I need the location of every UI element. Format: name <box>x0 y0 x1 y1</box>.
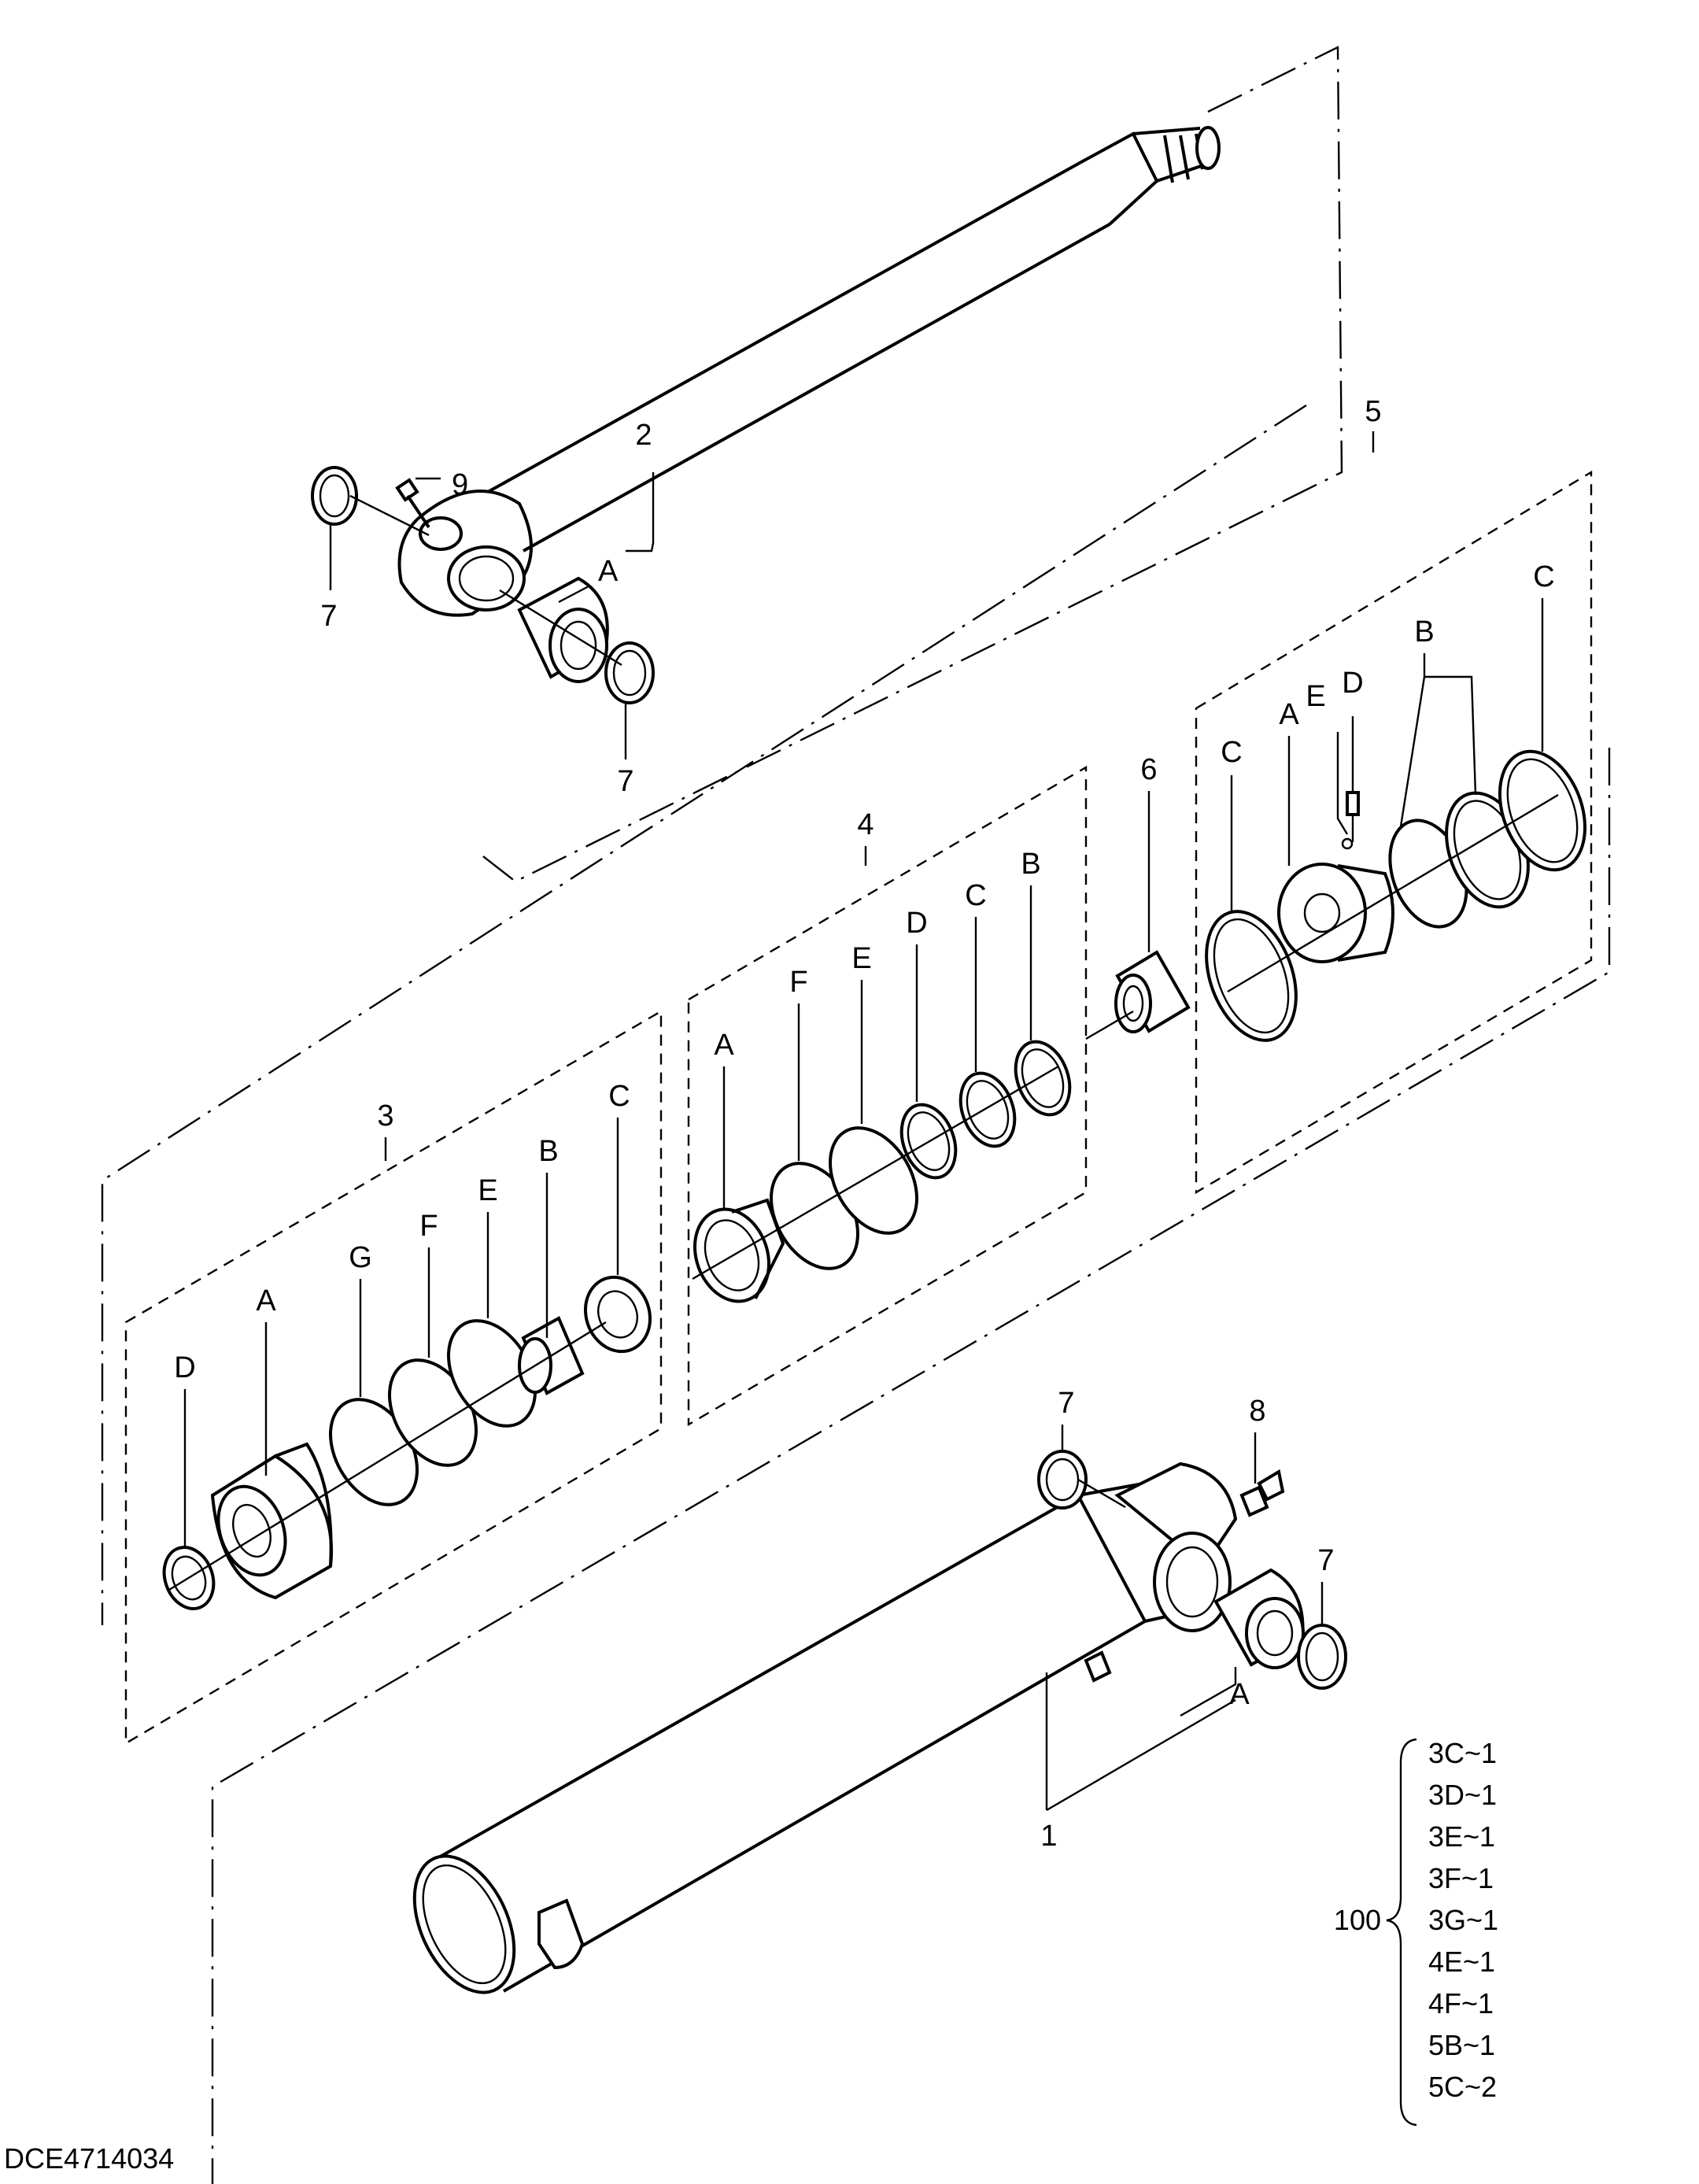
seal-kit-item: 4F~1 <box>1428 1987 1494 2020</box>
o-ring-rod-right <box>499 589 655 704</box>
label-kit-3-d: D <box>174 1351 195 1384</box>
grease-nipple-tube <box>1239 1469 1285 1517</box>
o-ring-tube-right <box>1297 1624 1347 1690</box>
label-o-ring-tube-left: 7 <box>1058 1387 1074 1420</box>
label-kit-4-f: F <box>789 966 807 999</box>
seal-kit-item: 5C~2 <box>1428 2071 1497 2103</box>
label-kit-3-e: E <box>478 1174 497 1207</box>
label-bushing-tube: A <box>1229 1678 1250 1711</box>
label-kit-5-b: B <box>1414 615 1434 649</box>
label-o-ring-rod-right: 7 <box>617 765 633 798</box>
seal-kit-number: 100 <box>1334 1904 1381 1936</box>
seal-kit-item: 4E~1 <box>1428 1946 1495 1978</box>
label-kit-4-c: C <box>965 879 986 912</box>
label-kit-3-g: G <box>349 1241 372 1274</box>
label-kit-5-c-left: C <box>1221 736 1242 769</box>
label-kit-5: 5 <box>1365 395 1381 428</box>
seal-kit-item: 3D~1 <box>1428 1779 1497 1811</box>
label-rod: 2 <box>635 419 652 452</box>
spacer <box>1085 950 1191 1040</box>
label-kit-3-a: A <box>256 1284 276 1317</box>
kit-3-parts <box>162 1275 652 1610</box>
grease-nipple-rod <box>395 478 430 529</box>
kit-3-outline <box>124 1009 663 1746</box>
kit-5-outline <box>1195 470 1593 1195</box>
seal-kit-list: 100 3C~1 3D~1 3E~1 3F~1 3G~1 4E~1 4F~1 5… <box>1334 1737 1498 2127</box>
label-kit-5-c-right: C <box>1533 560 1554 593</box>
label-o-ring-rod-left: 7 <box>320 600 337 633</box>
kit-4-parts <box>692 1040 1072 1303</box>
seal-kit-item: 3C~1 <box>1428 1737 1497 1769</box>
bushing-tube <box>1213 1568 1305 1669</box>
label-kit-5-a: A <box>1279 698 1299 731</box>
piston-rod <box>397 126 1221 617</box>
label-kit-3-c: C <box>608 1080 630 1113</box>
label-tube: 1 <box>1040 1820 1057 1853</box>
seal-kit-item: 3G~1 <box>1428 1904 1498 1936</box>
seal-kit-brace <box>1386 1738 1417 2127</box>
label-kit-5-e: E <box>1306 680 1325 713</box>
diagram-id: DCE4714034 <box>4 2142 174 2175</box>
seal-kit-item: 3E~1 <box>1428 1820 1495 1853</box>
label-grease-tube: 8 <box>1249 1395 1265 1428</box>
o-ring-rod-left <box>311 466 430 537</box>
seal-kit-item: 5B~1 <box>1428 2029 1495 2061</box>
label-kit-3-b: B <box>538 1135 558 1168</box>
label-kit-4-b: B <box>1021 848 1040 881</box>
center-lines <box>101 46 1611 2184</box>
cylinder-tube <box>412 1462 1238 1994</box>
label-kit-3-f: F <box>419 1210 438 1243</box>
bushing-rod <box>517 576 609 683</box>
label-kit-4-a: A <box>714 1029 734 1062</box>
seal-kit-item: 3F~1 <box>1428 1862 1494 1894</box>
kit-5-parts <box>1205 749 1587 1042</box>
part-labels: 2 9 A 7 7 5 C A E D B C 6 4 A F E D C B … <box>174 395 1554 1853</box>
label-kit-4: 4 <box>857 808 874 841</box>
label-kit-4-e: E <box>851 942 871 975</box>
label-bushing-rod: A <box>598 555 619 588</box>
label-o-ring-tube-right: 7 <box>1317 1544 1334 1577</box>
leader-lines <box>183 431 1544 1812</box>
kit-4-outline <box>687 765 1088 1427</box>
label-kit-4-d: D <box>906 907 927 940</box>
label-kit-5-d: D <box>1342 667 1363 700</box>
label-grease-rod: 9 <box>452 468 468 501</box>
label-kit-3: 3 <box>377 1099 393 1133</box>
label-spacer: 6 <box>1140 753 1157 786</box>
